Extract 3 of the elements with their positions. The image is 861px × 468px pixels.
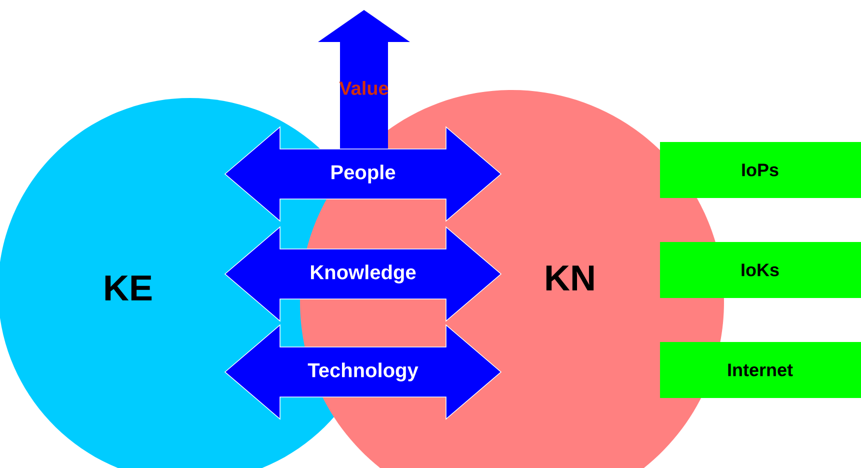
label-box: Internet xyxy=(660,342,861,398)
label-box: IoPs xyxy=(660,142,861,198)
label-box: IoKs xyxy=(660,242,861,298)
